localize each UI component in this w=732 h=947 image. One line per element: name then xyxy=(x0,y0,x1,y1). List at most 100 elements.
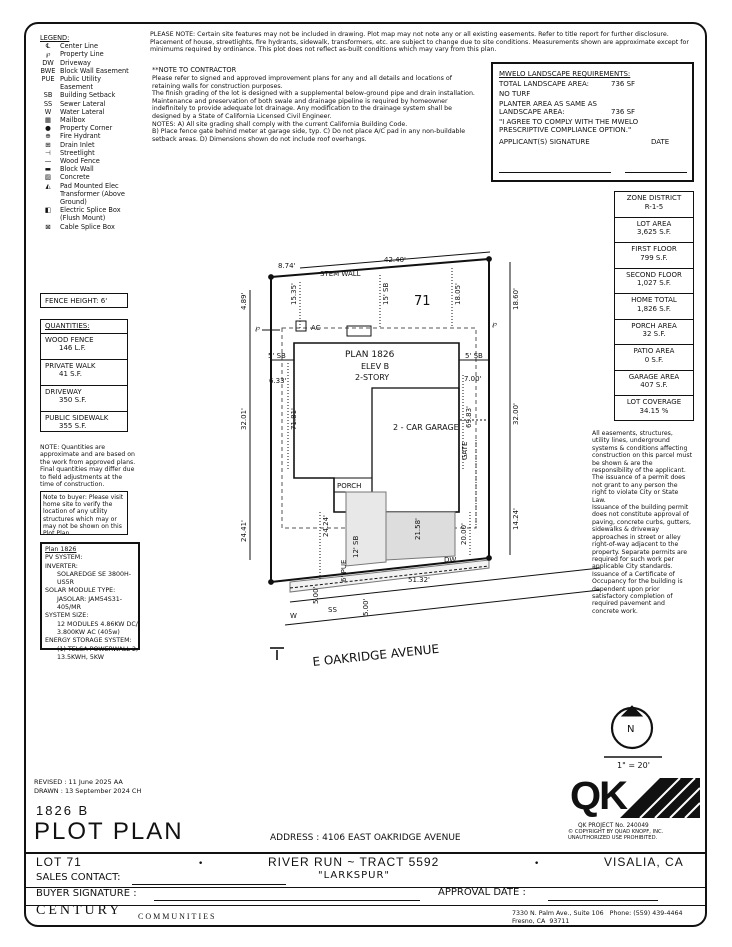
legend-symbol-icon: BWE xyxy=(40,66,56,75)
pv-line: 13.5KWH, 5KW xyxy=(57,653,105,661)
zone-value: 3,625 S.F. xyxy=(636,228,672,236)
w-label: W xyxy=(290,612,297,620)
pv-line: INVERTER: xyxy=(45,562,78,570)
ss-label: SS xyxy=(328,606,337,614)
legend-item: ▨Concrete xyxy=(40,173,132,181)
zone-value: 407 S.F. xyxy=(640,381,668,389)
buyer-signature-field[interactable] xyxy=(154,900,420,901)
pv-line: Plan 1826 xyxy=(45,546,77,553)
ac-pad xyxy=(295,320,307,332)
dim-right-depth: 32.00' xyxy=(512,403,520,425)
pv-line: (1) TELSA POWERWALL 2, xyxy=(57,645,138,653)
dim-front-12sb: 12' SB xyxy=(352,536,360,559)
qk-logo: QK xyxy=(570,774,700,818)
legend-label: Pad Mounted Elec Transformer (Above Grou… xyxy=(60,181,125,207)
zone-value: 0 S.F. xyxy=(644,355,664,364)
dim-front-sb: 24.24' xyxy=(322,515,330,537)
legend-symbol-icon: SS xyxy=(43,99,53,108)
approval-date-field[interactable] xyxy=(548,900,658,901)
street-name: E OAKRIDGE AVENUE xyxy=(312,642,440,669)
legend-label: Streetlight xyxy=(60,148,95,157)
legend-item: ▦Mailbox xyxy=(40,116,132,124)
dim-right-top: 18.60' xyxy=(512,288,520,310)
dim-rear-sb-left: 15.35' xyxy=(290,283,298,305)
legend-item: ℘Property Line xyxy=(40,50,132,58)
dim-right-set: 7.00' xyxy=(464,375,482,383)
legend-item: SB Building Setback xyxy=(40,91,132,99)
legend-symbol-icon: W xyxy=(44,107,52,116)
legend-item: ⊞Drain Inlet xyxy=(40,141,132,149)
footer-city: VISALIA, CA xyxy=(604,855,684,869)
builder-address-1: 7330 N. Palm Ave., Suite 106 Phone: (559… xyxy=(512,910,683,917)
legend-symbol-icon: ● xyxy=(45,124,51,133)
mwelo-planter-value: 736 SF xyxy=(611,108,636,116)
legend-item: ◧ Electric Splice Box (Flush Mount) xyxy=(40,206,132,222)
legend-label: Block Wall Easement xyxy=(60,66,129,75)
legend-label: Electric Splice Box (Flush Mount) xyxy=(60,206,121,223)
dim-walk-b: 5.00' xyxy=(362,598,370,616)
dim-left-set: 6.33' xyxy=(269,377,287,385)
legend-label: Building Setback xyxy=(60,91,116,100)
lot-number: 71 xyxy=(414,294,431,309)
quantity-value: 350 S.F. xyxy=(59,396,87,404)
legend-item: ⊕Fire Hydrant xyxy=(40,132,132,140)
footer-community: "LARKSPUR" xyxy=(318,870,390,881)
ac-label: AC xyxy=(311,324,321,332)
quantities-note: NOTE: Quantities are approximate and are… xyxy=(40,444,138,489)
legend-item: —Wood Fence xyxy=(40,157,132,165)
dim-rear-sb-right: 18.05' xyxy=(454,283,462,305)
dim-front-width: 51.32' xyxy=(408,576,430,584)
legend-symbol-icon: ⊣ xyxy=(45,148,51,157)
plan-code: 1826 B xyxy=(36,803,90,818)
builder-address-2: Fresno, CA 93711 xyxy=(512,918,570,925)
legend-item: ℄Center Line xyxy=(40,42,132,50)
legend-item: ⊠Cable Splice Box xyxy=(40,223,132,231)
legend-label: Fire Hydrant xyxy=(60,132,101,141)
legend-symbol-icon: ⊠ xyxy=(45,222,51,231)
stories: 2-STORY xyxy=(355,373,389,382)
qk-copyright: © COPYRIGHT BY QUAD KNOPF, INC. UNAUTHOR… xyxy=(568,829,665,842)
footer-tract: RIVER RUN ~ TRACT 5592 xyxy=(268,855,440,869)
rear-pad xyxy=(346,325,372,337)
pv-line: JASOLAR: JAM54S31-405/MR xyxy=(57,595,123,612)
legend-label: Property Corner xyxy=(60,124,113,133)
legend-symbol-icon: SB xyxy=(43,91,53,100)
contractor-note-box: **NOTE TO CONTRACTOR Please refer to sig… xyxy=(148,64,480,184)
dim-pue: 6' PUE xyxy=(340,560,348,582)
zone-label: LOT COVERAGE xyxy=(626,398,682,406)
dim-garage-front: 21.58' xyxy=(414,518,422,540)
pv-line: ENERGY STORAGE SYSTEM: xyxy=(45,637,132,645)
legend-title: LEGEND: xyxy=(40,34,70,42)
legend-symbol-icon: ◧ xyxy=(44,206,52,215)
legend-item: BWE Block Wall Easement xyxy=(40,67,132,75)
legend-symbol-icon: ▦ xyxy=(44,116,52,125)
legend-label: Block Wall xyxy=(60,165,94,174)
qk-logo-text: QK xyxy=(570,774,628,818)
legend-symbol-icon: ▬ xyxy=(44,165,52,174)
quantity-value: 146 L.F. xyxy=(59,344,86,352)
zone-label: GARAGE AREA xyxy=(628,372,680,381)
drawn: DRAWN : 13 September 2024 CH xyxy=(34,787,142,795)
contractor-note-title: **NOTE TO CONTRACTOR xyxy=(152,66,237,74)
scale-label: 1" = 20' xyxy=(617,761,650,770)
legend-symbol-icon: ℘ xyxy=(45,50,51,59)
sales-contact-field[interactable] xyxy=(132,884,286,885)
legend-symbol-icon: ℄ xyxy=(45,42,51,51)
legend-symbol-icon: — xyxy=(44,157,52,166)
legend-label: Sewer Lateral xyxy=(60,99,106,108)
dim-dw-depth: 20.00' xyxy=(460,523,468,545)
legend-item: ● Property Corner xyxy=(40,124,132,132)
quantity-label: PRIVATE WALK xyxy=(45,361,96,370)
